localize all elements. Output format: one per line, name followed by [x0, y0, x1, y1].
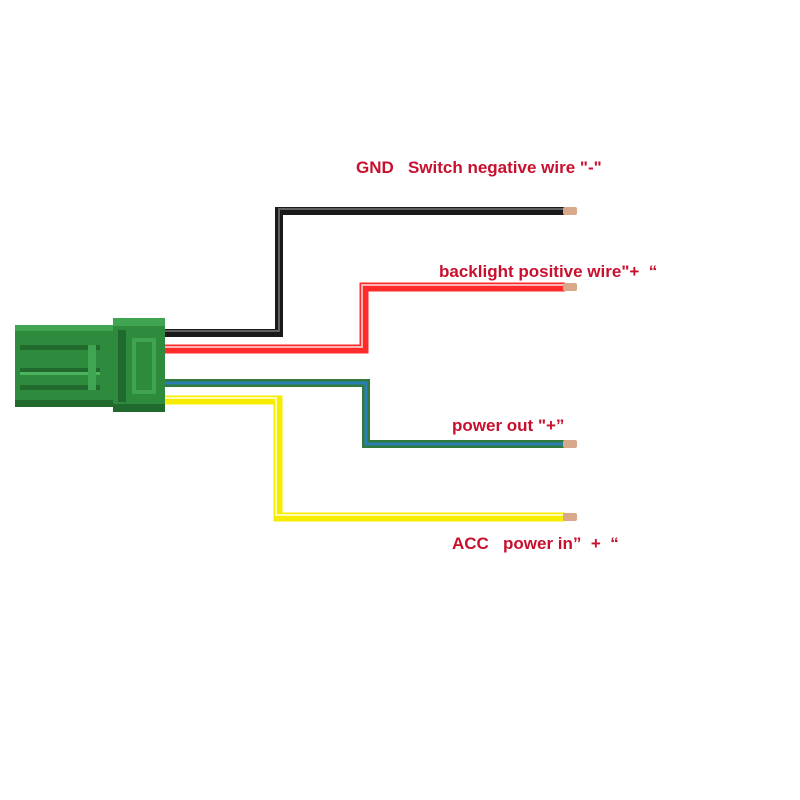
- gnd-wire-tip: [563, 207, 577, 215]
- acc-label: ACC power in” + “: [452, 534, 619, 553]
- backlight-wire: [160, 282, 577, 354]
- backlight-label: backlight positive wire"+ “: [439, 262, 658, 281]
- power-out-label: power out "+”: [452, 416, 565, 435]
- gnd-wire: [160, 207, 577, 337]
- power-out-wire: [160, 379, 577, 448]
- backlight-wire-tip: [563, 283, 577, 291]
- acc-wire: [160, 395, 577, 522]
- acc-wire-tip: [563, 513, 577, 521]
- wire-connector-icon: [15, 318, 165, 412]
- gnd-label: GND Switch negative wire "-": [356, 158, 602, 177]
- power-out-wire-tip: [563, 440, 577, 448]
